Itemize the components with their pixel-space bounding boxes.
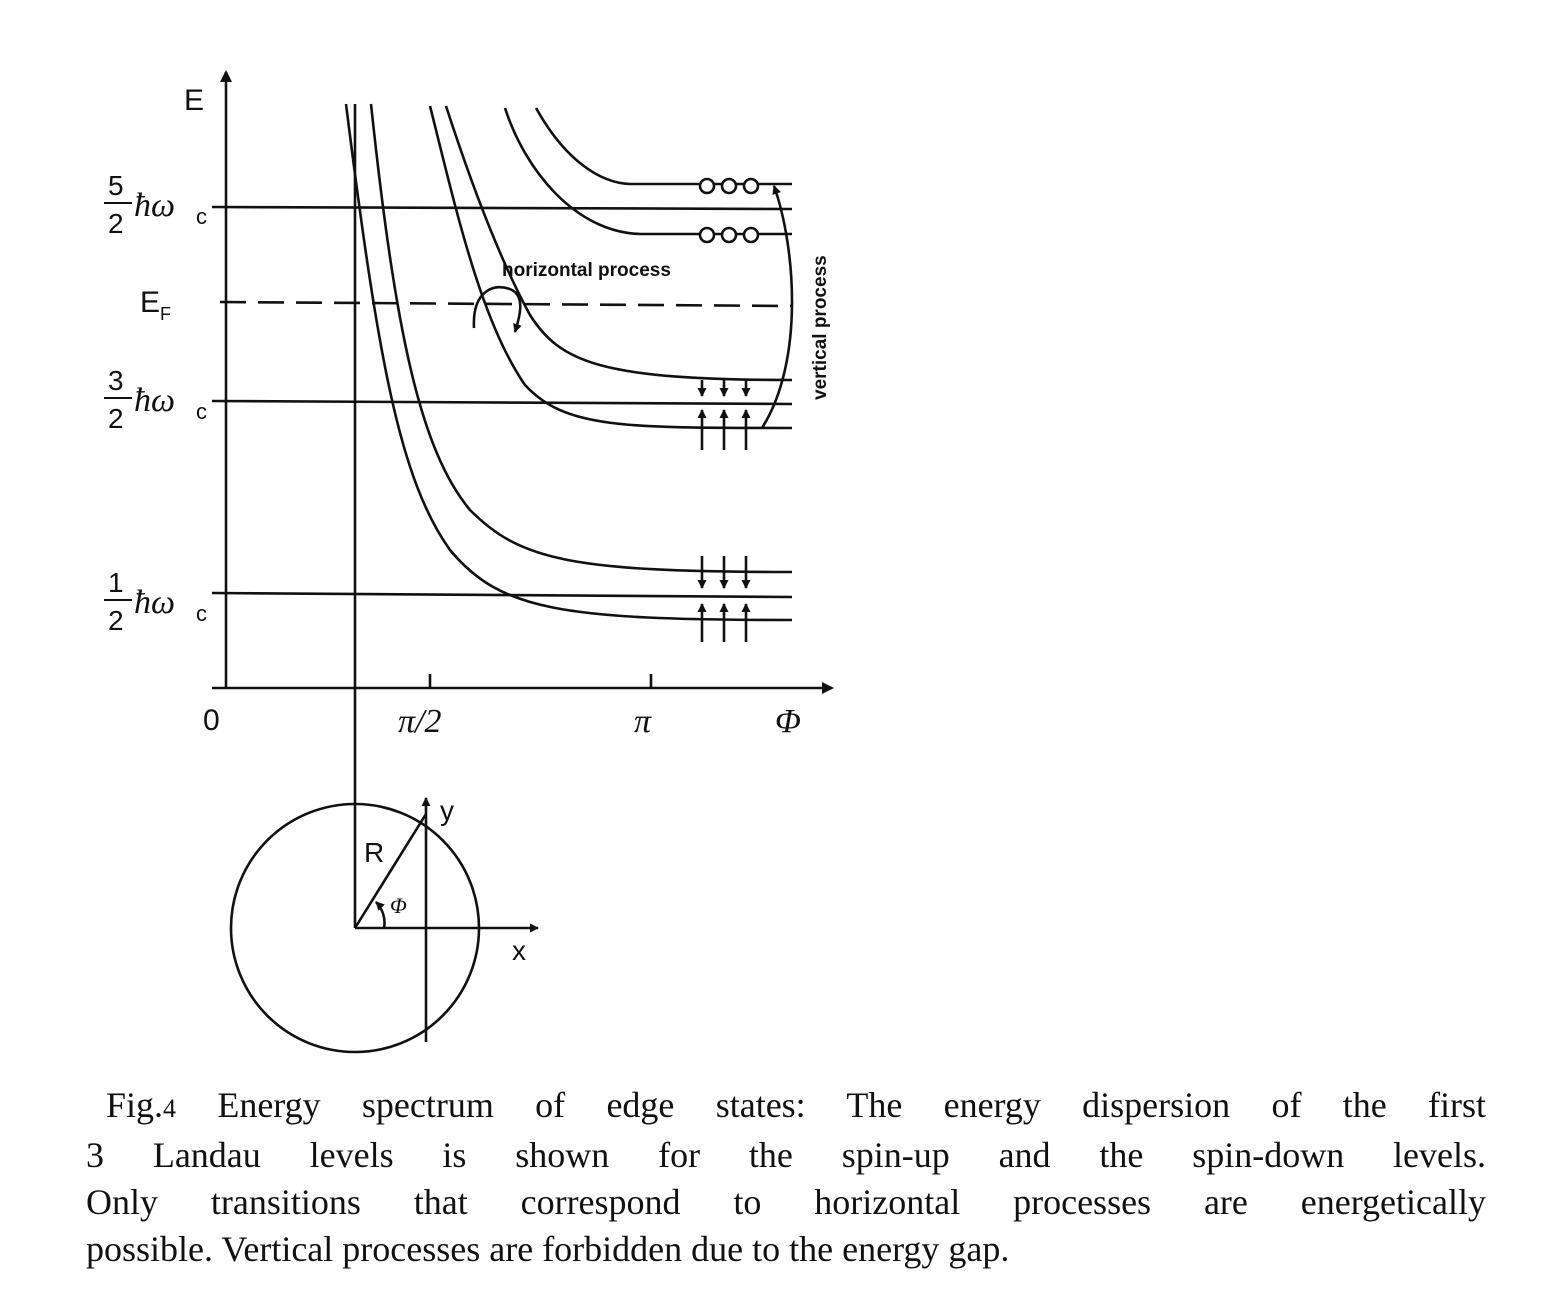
inset-radius-line	[353, 813, 428, 929]
dispersion-n0-spin-up	[344, 103, 793, 622]
svg-text:2: 2	[108, 208, 124, 239]
svg-text:c: c	[196, 399, 207, 424]
inset-x-label: x	[512, 935, 526, 966]
level-line-1half	[211, 591, 793, 599]
horizontal-process-arrow	[472, 285, 522, 333]
dispersion-n0-spin-down	[369, 103, 793, 574]
svg-text:3: 3	[108, 365, 124, 396]
spin-arrows-n0-up	[697, 603, 751, 642]
vertical-process-arrow	[760, 185, 794, 429]
figure-caption: Fig.4 Energy spectrum of edge states: Th…	[86, 1082, 1486, 1273]
vertical-process-label: vertical process	[810, 255, 831, 400]
svg-text:ħω: ħω	[134, 187, 175, 224]
caption-line-1: Fig.4 Energy spectrum of edge states: Th…	[106, 1085, 1486, 1125]
svg-text:c: c	[196, 601, 207, 626]
spin-arrows-n1-up	[697, 409, 751, 450]
level-line-5half	[211, 205, 793, 211]
x-axis-label: Φ	[775, 703, 801, 740]
x-tick-label-0: 0	[203, 704, 220, 737]
inset-angle-label: Φ	[390, 893, 407, 918]
caption-line-4: possible. Vertical processes are forbidd…	[86, 1229, 1010, 1269]
fig-number: 4	[163, 1094, 177, 1123]
inset-angle-arc	[375, 901, 386, 929]
fermi-level-label: E F	[140, 286, 171, 324]
level-label-3half: 3 2 ħω c	[104, 365, 207, 434]
dispersion-n1-spin-down	[444, 105, 793, 382]
level-label-5half: 5 2 ħω c	[104, 170, 207, 239]
horizontal-process-label: horizontal process	[502, 260, 671, 281]
inset-radius-label: R	[364, 837, 384, 868]
level-label-1half: 1 2 ħω c	[104, 567, 207, 636]
empty-states-n2-down	[698, 226, 760, 244]
energy-spectrum-figure: E 0 π/2 π Φ 5 2 ħω c 3 2 ħω c 1 2 ħω c E…	[104, 70, 834, 1054]
svg-text:1: 1	[108, 567, 124, 598]
level-line-3half	[211, 399, 793, 406]
dispersion-n2-spin-down	[503, 107, 792, 236]
svg-text:c: c	[196, 204, 207, 229]
svg-text:2: 2	[108, 403, 124, 434]
inset-y-label: y	[440, 795, 454, 826]
empty-states-n2-up	[698, 177, 760, 195]
spin-arrows-n0-down	[697, 556, 751, 589]
svg-text:E: E	[140, 286, 160, 319]
fermi-level-line	[219, 300, 793, 308]
svg-text:ħω: ħω	[134, 584, 175, 621]
spin-arrows-n1-down	[697, 380, 751, 397]
caption-line-3: Only transitions that correspond to hori…	[86, 1182, 1486, 1222]
caption-line-2: 3 Landau levels is shown for the spin-up…	[86, 1135, 1486, 1175]
dispersion-n2-spin-up	[534, 107, 792, 186]
x-tick-label-pi-half: π/2	[398, 703, 441, 740]
fig-label: Fig.	[106, 1085, 164, 1125]
x-tick-label-pi: π	[634, 703, 652, 740]
svg-text:2: 2	[108, 605, 124, 636]
dispersion-n1-spin-up	[428, 105, 793, 430]
y-axis-label: E	[184, 84, 204, 117]
svg-text:ħω: ħω	[134, 382, 175, 419]
svg-text:5: 5	[108, 170, 124, 201]
svg-text:F: F	[160, 304, 171, 324]
